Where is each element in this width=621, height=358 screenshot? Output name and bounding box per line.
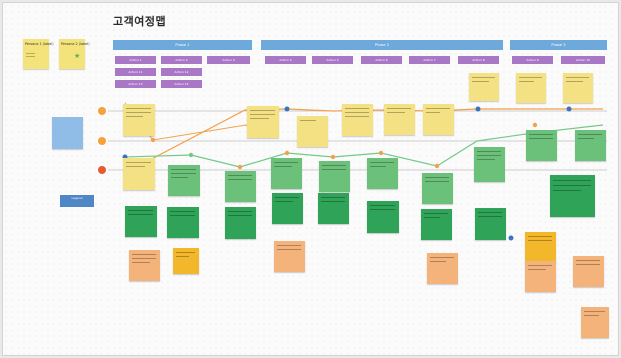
action-card[interactable]: Action 14 bbox=[161, 80, 202, 88]
text-line bbox=[472, 77, 495, 78]
text-line bbox=[472, 81, 489, 82]
sticky-note[interactable] bbox=[525, 232, 556, 263]
sticky-note[interactable] bbox=[125, 206, 157, 237]
persona-card-1[interactable]: Persona 1 (label) bbox=[23, 39, 54, 69]
phase-header-3[interactable]: Phase 3 bbox=[510, 40, 607, 50]
sticky-note-blue[interactable] bbox=[52, 117, 83, 149]
sticky-note[interactable] bbox=[575, 130, 606, 161]
action-card[interactable]: Action 3 bbox=[207, 56, 250, 64]
action-card[interactable]: Action 5 bbox=[312, 56, 353, 64]
sticky-note[interactable] bbox=[475, 208, 506, 240]
persona-label: Persona 1 (label) bbox=[25, 42, 54, 46]
sticky-note[interactable] bbox=[297, 116, 328, 147]
green-curve bbox=[124, 124, 604, 168]
sticky-note[interactable] bbox=[367, 201, 399, 233]
sticky-note[interactable] bbox=[469, 73, 499, 101]
sticky-note[interactable] bbox=[123, 104, 155, 136]
phase-header-1[interactable]: Phase 1 bbox=[113, 40, 252, 50]
sticky-note[interactable] bbox=[274, 241, 305, 272]
point-orange bbox=[378, 150, 384, 156]
action-card[interactable]: Action 13 bbox=[115, 80, 156, 88]
sticky-note[interactable] bbox=[167, 207, 199, 238]
sticky-note[interactable] bbox=[474, 147, 505, 182]
text-lines bbox=[26, 53, 35, 54]
sticky-note[interactable] bbox=[384, 104, 415, 135]
action-card[interactable]: Action 2 bbox=[161, 56, 202, 64]
sticky-note[interactable] bbox=[173, 248, 199, 274]
sticky-note[interactable] bbox=[168, 165, 200, 196]
sticky-note[interactable] bbox=[427, 253, 458, 284]
action-card[interactable]: Action 4 bbox=[265, 56, 306, 64]
point-blue bbox=[284, 106, 290, 112]
point-blue bbox=[566, 106, 572, 112]
action-card[interactable]: Action 11 bbox=[115, 68, 156, 76]
point-blue bbox=[475, 106, 481, 112]
sticky-note[interactable] bbox=[423, 104, 454, 135]
point-orange bbox=[150, 137, 156, 143]
action-card[interactable]: Action 10 bbox=[561, 56, 605, 64]
persona-label: Persona 2 (label) bbox=[61, 42, 90, 46]
sticky-note[interactable] bbox=[563, 73, 593, 103]
sticky-note[interactable] bbox=[272, 193, 303, 224]
sticky-note[interactable] bbox=[319, 161, 350, 192]
point-orange bbox=[532, 122, 538, 128]
phase-header-2[interactable]: Phase 2 bbox=[261, 40, 503, 50]
emotion-curve bbox=[108, 102, 607, 241]
sticky-note[interactable] bbox=[318, 193, 349, 224]
sticky-note[interactable] bbox=[516, 73, 546, 103]
sticky-note[interactable] bbox=[247, 106, 279, 138]
point-orange bbox=[330, 154, 336, 160]
sticky-note[interactable] bbox=[225, 171, 256, 202]
action-card[interactable]: Action 7 bbox=[409, 56, 450, 64]
action-card[interactable]: Action 12 bbox=[161, 68, 202, 76]
sticky-note[interactable] bbox=[573, 256, 604, 287]
point-orange bbox=[434, 163, 440, 169]
star-icon: ★ bbox=[74, 52, 81, 60]
sticky-note[interactable] bbox=[550, 175, 595, 217]
point-blue bbox=[508, 235, 514, 241]
text-line bbox=[566, 81, 583, 82]
sticky-note[interactable] bbox=[421, 209, 452, 240]
action-card[interactable]: Action 9 bbox=[512, 56, 553, 64]
action-card[interactable]: Action 8 bbox=[458, 56, 499, 64]
action-card[interactable]: Action 6 bbox=[361, 56, 402, 64]
sticky-note[interactable] bbox=[422, 173, 453, 204]
sticky-note[interactable] bbox=[225, 207, 256, 239]
sticky-note[interactable] bbox=[367, 158, 398, 189]
point-orange bbox=[237, 164, 243, 170]
legend-label: Legend bbox=[60, 195, 94, 207]
smile-face-icon bbox=[98, 107, 106, 115]
sticky-note[interactable] bbox=[526, 130, 557, 161]
sticky-note[interactable] bbox=[525, 261, 556, 292]
sticky-note[interactable] bbox=[123, 158, 155, 190]
sticky-note[interactable] bbox=[342, 104, 373, 136]
neutral-face-icon bbox=[98, 137, 106, 145]
sad-face-icon bbox=[98, 166, 106, 174]
text-line bbox=[519, 81, 534, 82]
sticky-note[interactable] bbox=[271, 158, 302, 189]
persona-card-2[interactable]: Persona 2 (label) ★ bbox=[59, 39, 90, 69]
text-line bbox=[566, 77, 589, 78]
point-orange bbox=[284, 150, 290, 156]
action-card[interactable]: Action 1 bbox=[115, 56, 156, 64]
board-title: 고객여정맵 bbox=[113, 15, 167, 28]
text-line bbox=[519, 77, 542, 78]
point-green bbox=[188, 152, 194, 158]
sticky-note[interactable] bbox=[581, 307, 609, 338]
sticky-note[interactable] bbox=[129, 250, 160, 281]
